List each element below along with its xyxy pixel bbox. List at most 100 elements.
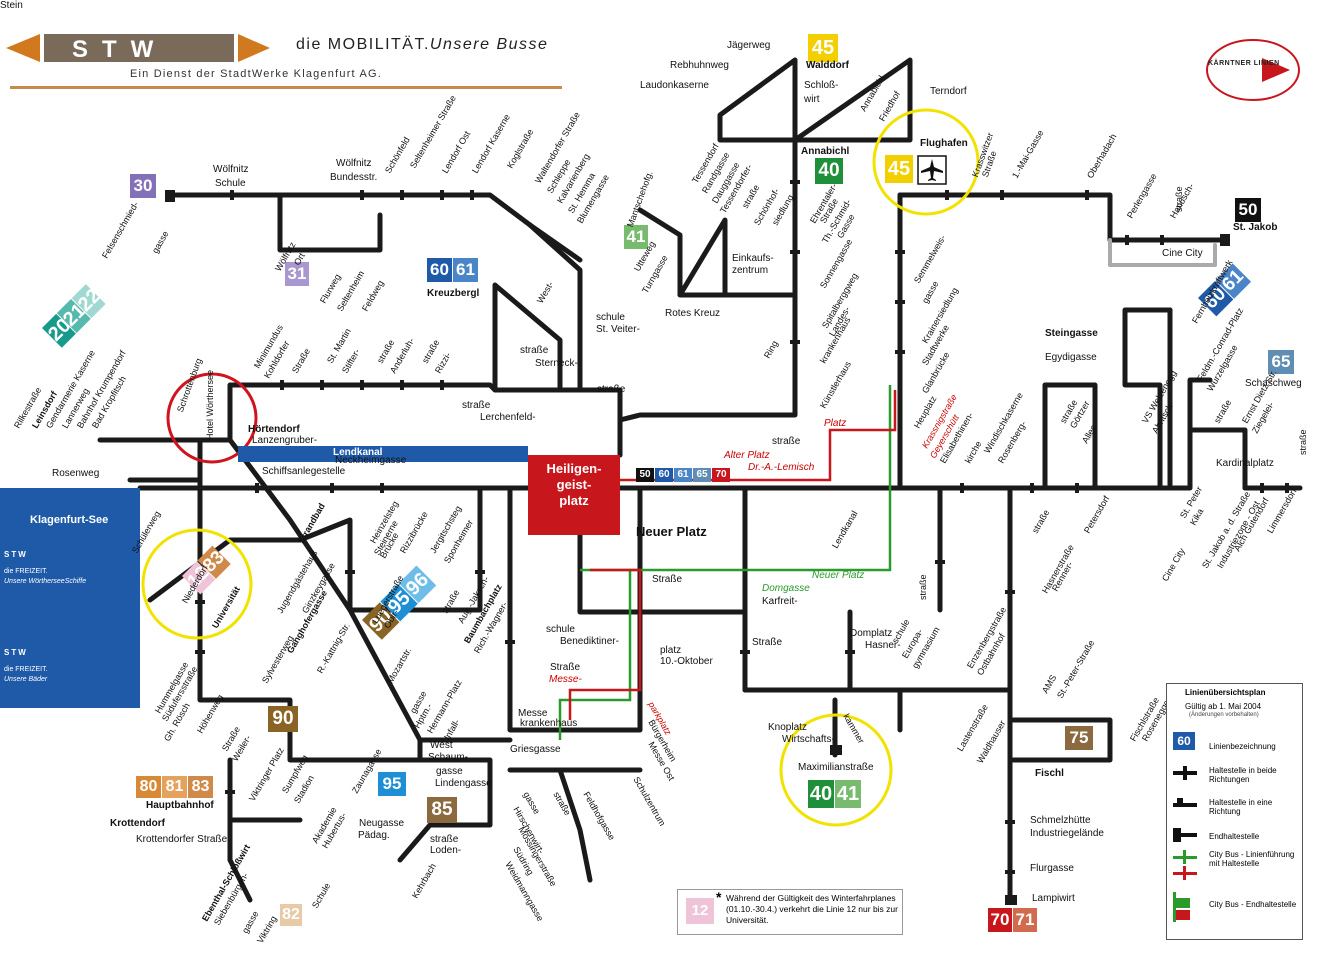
stop-label[interactable]: Dr.-A.-Lemisch [748,462,815,473]
line-number[interactable]: 31 [285,262,309,286]
stop-label[interactable]: Maximilianstraße [798,762,874,773]
line-number[interactable]: 80 [136,776,161,798]
stop-label[interactable]: straße [1298,429,1308,455]
stop-label[interactable]: Krottendorf [110,818,165,829]
line-number[interactable]: 41 [835,780,861,808]
stop-label[interactable]: Knoplatz [768,722,807,733]
line-badge-l31[interactable]: 31 [285,262,309,286]
stop-label[interactable]: Walddorf [806,60,849,71]
stop-label[interactable]: Sterneck- [535,358,578,369]
stop-label[interactable]: Annabichl [801,146,850,157]
stop-label[interactable]: Schule [215,178,246,189]
stop-label[interactable]: Jägerweg [727,40,771,51]
stop-label[interactable]: Schiffsanlegestelle [262,466,346,477]
line-number[interactable]: 70 [712,468,730,482]
stop-label[interactable]: Schaschweg [1245,378,1302,389]
stop-label[interactable]: Lerchenfeld- [480,412,536,423]
stop-label[interactable]: Karfreit- [762,596,798,607]
line-number[interactable]: 75 [1065,726,1093,750]
stop-label[interactable]: Rotes Kreuz [665,308,721,319]
stop-label[interactable]: Flurgasse [1030,863,1074,874]
line-number[interactable]: 71 [1013,908,1037,932]
line-number[interactable]: 40 [808,780,834,808]
stop-label[interactable]: Neugasse [359,818,405,829]
line-number[interactable]: 95 [378,772,406,796]
line-number[interactable]: 82 [280,904,302,926]
stop-label[interactable]: Hasner- [865,640,901,651]
line-number[interactable]: 70 [988,908,1012,932]
stop-label[interactable]: Rebhuhnweg [670,60,729,71]
line-badge-l41[interactable]: 41 [624,225,648,249]
stop-label[interactable]: zentrum [732,265,769,276]
stop-label[interactable]: Laudonkaserne [640,80,709,91]
line-number[interactable]: 65 [1268,350,1294,374]
line-number[interactable]: 81 [162,776,187,798]
stop-label[interactable]: Platz [824,418,847,429]
stop-label[interactable]: straße [520,345,549,356]
stop-label[interactable]: Fischl [1035,768,1064,779]
line-number[interactable]: 61 [453,258,478,282]
stop-label[interactable]: St. Jakob [1233,222,1278,233]
stop-label[interactable]: Industriegelände [1030,828,1104,839]
line-number[interactable]: 40 [815,158,843,184]
stop-label[interactable]: Neuer Platz [812,570,865,581]
stop-label[interactable]: Messe [518,708,548,719]
stop-label[interactable]: Krottendorfer Straße [136,834,228,845]
stop-label[interactable]: Einkaufs- [732,253,774,264]
line-number[interactable]: 61 [674,468,692,482]
line-badge-l65[interactable]: 65 [1268,350,1294,374]
line-badge-l45-top[interactable]: 45 [808,34,838,62]
stop-label[interactable]: Terndorf [930,86,967,97]
stop-label[interactable]: schule [546,624,575,635]
line-badge-l50[interactable]: 50 [1235,198,1261,222]
stop-label[interactable]: Kreuzbergl [427,288,480,299]
line-number[interactable]: 85 [427,797,457,823]
stop-label[interactable]: gasse [436,766,463,777]
stop-label[interactable]: Domgasse [762,583,810,594]
line-number[interactable]: 50 [636,468,654,482]
stop-label[interactable]: Straße [752,637,783,648]
line-badge-l95[interactable]: 95 [378,772,406,796]
stop-label[interactable]: Benediktiner- [560,636,619,647]
stop-label[interactable]: Domplatz [850,628,893,639]
stop-label[interactable]: straße [462,400,491,411]
stop-label[interactable]: Rosenweg [52,468,100,479]
line-badge-l30[interactable]: 30 [130,174,156,198]
stop-label[interactable]: Alter Platz [724,450,770,461]
stop-label[interactable]: Bundesstr. [330,172,378,183]
stop-label[interactable]: straße [430,834,459,845]
stop-label[interactable]: Schloß- [804,80,839,91]
line-badge-l75[interactable]: 75 [1065,726,1093,750]
line-number[interactable]: 60 [427,258,452,282]
stop-label[interactable]: wirt [804,94,820,105]
stop-label[interactable]: Straße [652,574,683,585]
stop-label[interactable]: Loden- [430,845,462,856]
stop-label[interactable]: Straße [550,662,581,673]
stop-label[interactable]: straße [918,574,928,600]
line-number[interactable]: 45 [885,155,913,183]
line-badge-l85[interactable]: 85 [427,797,457,823]
stop-label[interactable]: Egydigasse [1045,352,1097,363]
stop-label[interactable]: schule [596,312,625,323]
stop-label[interactable]: Hotel Wörthersee [205,369,215,440]
line-number[interactable]: 50 [1235,198,1261,222]
stop-label[interactable]: Hörtendorf [248,424,300,435]
stop-label[interactable]: Lampiwirt [1032,893,1075,904]
stop-label[interactable]: Steingasse [1045,328,1098,339]
stop-label[interactable]: West [430,740,453,751]
stop-label[interactable]: Stein [0,0,23,11]
stop-label[interactable]: Wölfnitz [336,158,372,169]
stop-label[interactable]: Flughafen [920,138,968,149]
stop-label[interactable]: Cine City [1162,248,1203,259]
stop-label[interactable]: Schmelzhütte [1030,815,1091,826]
line-number[interactable]: 65 [693,468,711,482]
line-badge-l90[interactable]: 90 [268,706,298,732]
stop-label[interactable]: Hauptbahnhof [146,800,214,811]
hub-heiligengeistplatz[interactable]: Heiligen- geist- platz [528,455,620,535]
line-badge-l82[interactable]: 82 [280,904,302,926]
